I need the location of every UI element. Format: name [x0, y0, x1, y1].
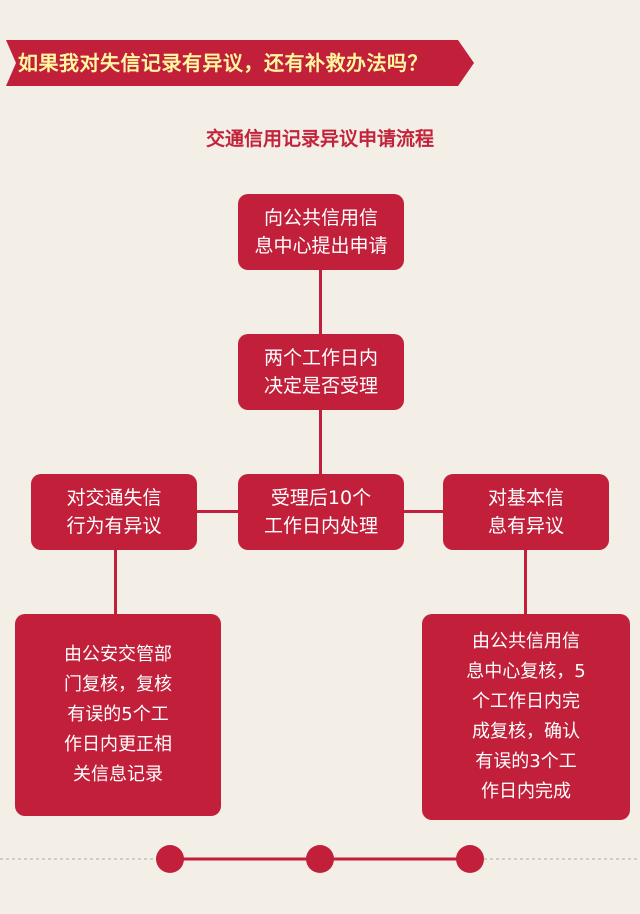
connector-right-down — [524, 548, 527, 614]
connector-decide-process — [319, 410, 322, 474]
step-traffic-objection: 对交通失信 行为有异议 — [31, 474, 197, 550]
step-basic-objection-label: 对基本信 息有异议 — [487, 487, 564, 537]
flowchart-title: 交通信用记录异议申请流程 — [205, 128, 434, 150]
dot-left — [156, 845, 184, 873]
step-decide-label: 两个工作日内 决定是否受理 — [263, 347, 378, 397]
timeline-dots — [0, 845, 640, 873]
banner-ribbon — [6, 40, 474, 86]
dot-right — [456, 845, 484, 873]
step-center-review-label: 由公共信用信 息中心复核，5 个工作日内完 成复核，确认 有误的3个工 作日内完… — [466, 631, 586, 802]
step-center-review: 由公共信用信 息中心复核，5 个工作日内完 成复核，确认 有误的3个工 作日内完… — [422, 614, 630, 820]
dot-center — [306, 845, 334, 873]
step-process: 受理后10个 工作日内处理 — [238, 474, 404, 550]
connector-submit-decide — [319, 270, 322, 334]
connector-process-left — [196, 510, 238, 513]
step-police-review: 由公安交管部 门复核，复核 有误的5个工 作日内更正相 关信息记录 — [15, 614, 221, 816]
step-decide-acceptance: 两个工作日内 决定是否受理 — [238, 334, 404, 410]
connector-process-right — [404, 510, 444, 513]
step-traffic-objection-label: 对交通失信 行为有异议 — [66, 487, 162, 537]
connector-left-down — [114, 548, 117, 614]
step-police-review-label: 由公安交管部 门复核，复核 有误的5个工 作日内更正相 关信息记录 — [64, 644, 172, 785]
step-basic-objection: 对基本信 息有异议 — [443, 474, 609, 550]
step-submit-label: 向公共信用信 息中心提出申请 — [254, 207, 388, 257]
step-process-label: 受理后10个 工作日内处理 — [263, 487, 378, 537]
title-banner: 如果我对失信记录有异议，还有补救办法吗？ — [6, 40, 474, 86]
banner-title: 如果我对失信记录有异议，还有补救办法吗？ — [18, 51, 428, 75]
step-submit-application: 向公共信用信 息中心提出申请 — [238, 194, 404, 270]
